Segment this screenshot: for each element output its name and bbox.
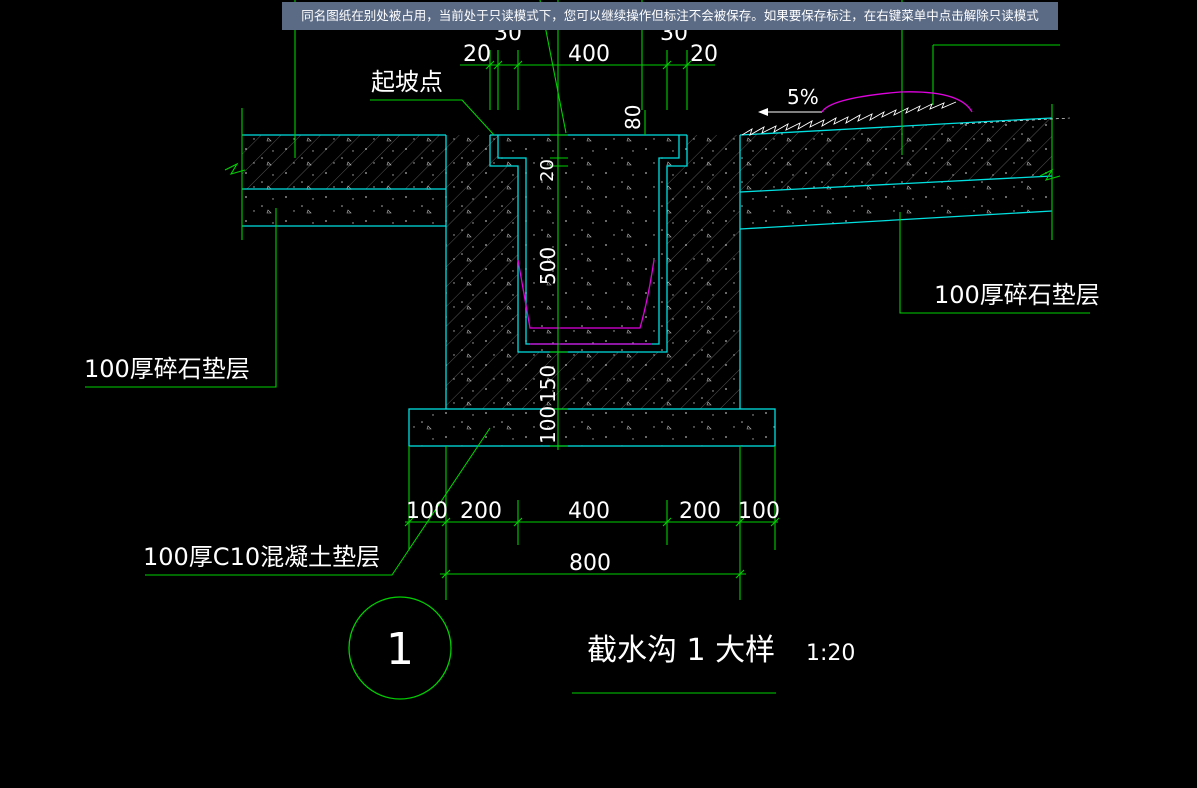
top-dim-5: 20 xyxy=(690,42,718,67)
bottom-dim-2: 200 xyxy=(460,499,502,524)
scale-text: 1:20 xyxy=(806,641,855,666)
left-gravel-label: 100厚碎石垫层 xyxy=(84,355,250,383)
bottom-dim-1: 100 xyxy=(406,499,448,524)
top-dim-3: 400 xyxy=(568,42,610,67)
bottom-dimension-bar xyxy=(404,446,780,600)
v-dim-150: 150 xyxy=(536,365,560,403)
title-text: 截水沟 1 大样 xyxy=(587,633,775,668)
detail-number: 1 xyxy=(386,624,414,675)
bottom-dim-3: 400 xyxy=(568,499,610,524)
concrete-bed xyxy=(408,408,776,447)
readonly-banner: 同名图纸在别处被占用，当前处于只读模式下，您可以继续操作但标注不会被保存。如果要… xyxy=(282,2,1058,30)
start-slope-label: 起坡点 xyxy=(371,68,443,96)
v-dim-80: 80 xyxy=(621,105,645,130)
top-dim-1: 20 xyxy=(463,42,491,67)
slope-arrow xyxy=(758,91,973,116)
bottom-dim-4: 200 xyxy=(679,499,721,524)
v-dim-20: 20 xyxy=(537,159,558,182)
slope-text: 5% xyxy=(787,85,819,109)
total-width: 800 xyxy=(569,551,611,576)
concrete-bed-label: 100厚C10混凝土垫层 xyxy=(143,543,380,571)
drawing-texts: 截水沟 1 大样 1:20 5% 起坡点 100厚碎石垫层 100厚碎石垫层 1… xyxy=(84,21,1100,668)
bottom-dim-5: 100 xyxy=(738,499,780,524)
detail-callout: 1 xyxy=(348,596,776,700)
left-pavement xyxy=(224,108,446,240)
right-pavement xyxy=(739,101,1071,240)
top-dimension-bar xyxy=(460,50,715,110)
v-dim-100: 100 xyxy=(536,406,560,444)
trench-body xyxy=(445,134,741,409)
right-gravel-label: 100厚碎石垫层 xyxy=(934,281,1100,309)
v-dim-500: 500 xyxy=(536,247,560,285)
vertical-dim-line xyxy=(550,0,646,450)
